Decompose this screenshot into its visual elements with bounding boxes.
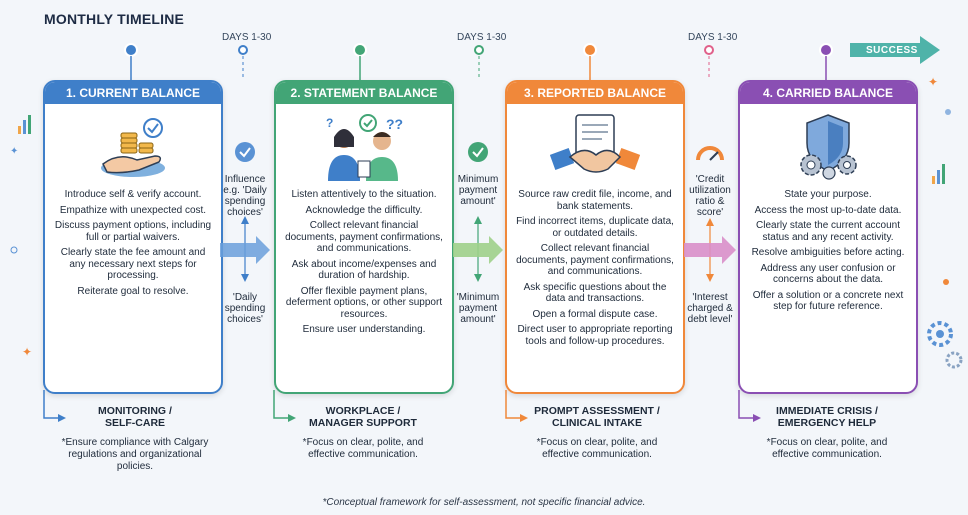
timeline-drops xyxy=(130,56,827,80)
support-section-1: MONITORING / SELF-CARE *Ensure complianc… xyxy=(60,405,210,473)
svg-text:✦: ✦ xyxy=(22,345,32,359)
footnote: *Conceptual framework for self-assessmen… xyxy=(322,497,646,508)
svg-text:✦: ✦ xyxy=(928,75,938,89)
connector-1-top-label: Influence e.g. 'Daily spending choices' xyxy=(223,174,267,218)
hand-coins-icon xyxy=(45,104,221,189)
card-body: Listen attentively to the situation. Ack… xyxy=(276,189,452,336)
page-title: MONTHLY TIMELINE xyxy=(44,11,185,27)
card-line: Discuss payment options, including full … xyxy=(54,220,212,243)
support-section-4: IMMEDIATE CRISIS / EMERGENCY HELP *Focus… xyxy=(752,405,902,461)
connector-3-top-label: 'Credit utilization ratio & score' xyxy=(689,174,731,218)
connector-1-bottom-label: 'Daily spending choices' xyxy=(224,292,266,325)
connector-2-top-label: Minimum payment amount' xyxy=(457,174,499,207)
support-title-line: CLINICAL INTAKE xyxy=(551,417,643,429)
card-header: 2. STATEMENT BALANCE xyxy=(276,82,452,104)
support-note: *Focus on clear, polite, and effective c… xyxy=(536,437,658,460)
card-line: Resolve ambiguities before acting. xyxy=(751,247,905,258)
support-note: *Focus on clear, polite, and effective c… xyxy=(766,437,888,460)
card-body: Source raw credit file, income, and bank… xyxy=(507,189,683,347)
card-header: 4. CARRIED BALANCE xyxy=(740,82,916,104)
card-line: Listen attentively to the situation. xyxy=(291,189,437,200)
support-note: *Focus on clear, polite, and effective c… xyxy=(302,437,424,460)
card-line: Ensure user understanding. xyxy=(302,324,426,335)
connector-3-bottom-label: 'Interest charged & debt level' xyxy=(687,292,733,325)
decorative-left: ✦ ✦ xyxy=(10,115,32,359)
card-line: Address any user confusion or concerns a… xyxy=(760,262,896,286)
card-line: Clearly state the fee amount and any nec… xyxy=(60,247,206,281)
card-line: Acknowledge the difficulty. xyxy=(305,204,423,216)
support-section-3: PROMPT ASSESSMENT / CLINICAL INTAKE *Foc… xyxy=(517,405,677,461)
card-reported-balance: 3. REPORTED BALANCE Source raw credit fi… xyxy=(505,80,685,394)
card-line: State your purpose. xyxy=(784,189,872,200)
card-line: Collect relevant financial documents, pa… xyxy=(285,220,443,254)
days-label-2: DAYS 1-30 xyxy=(457,32,507,43)
connector-2 xyxy=(453,142,503,282)
days-label-1: DAYS 1-30 xyxy=(222,32,272,43)
card-body: Introduce self & verify account. Empathi… xyxy=(45,189,221,297)
card-line: Ask specific questions about the data an… xyxy=(523,281,667,305)
timeline-arrow xyxy=(44,36,940,64)
svg-text:?: ? xyxy=(326,116,333,130)
support-title-line: SELF-CARE xyxy=(104,417,166,429)
card-line: Ask about income/expenses and duration o… xyxy=(291,258,437,282)
card-line: Access the most up-to-date data. xyxy=(754,204,902,216)
support-section-2: WORKPLACE / MANAGER SUPPORT *Focus on cl… xyxy=(288,405,438,461)
card-line: Open a formal dispute case. xyxy=(532,308,658,320)
support-brackets xyxy=(43,390,761,422)
card-header: 1. CURRENT BALANCE xyxy=(45,82,221,104)
connector-2-bottom-label: 'Minimum payment amount' xyxy=(456,292,500,325)
support-title-line: MONITORING / xyxy=(98,405,172,417)
days-label-3: DAYS 1-30 xyxy=(688,32,738,43)
support-title-line: PROMPT ASSESSMENT / xyxy=(534,405,660,417)
card-statement-balance: 2. STATEMENT BALANCE ?? ? Listen attenti… xyxy=(274,80,454,394)
connector-3 xyxy=(684,146,736,282)
card-header: 3. REPORTED BALANCE xyxy=(507,82,683,104)
card-body: State your purpose. Access the most up-t… xyxy=(740,189,916,313)
card-line: Offer a solution or a concrete next step… xyxy=(752,289,904,313)
card-line: Collect relevant financial documents, pa… xyxy=(516,243,674,277)
card-line: Reiterate goal to resolve. xyxy=(77,285,189,297)
card-line: Offer flexible payment plans, deferment … xyxy=(285,285,443,320)
support-note: *Ensure compliance with Calgary regulati… xyxy=(61,437,209,472)
card-current-balance: 1. CURRENT BALANCE Introduce self & veri… xyxy=(43,80,223,394)
success-label: SUCCESS xyxy=(866,45,918,56)
support-title-line: IMMEDIATE CRISIS / xyxy=(776,405,878,417)
card-line: Source raw credit file, income, and bank… xyxy=(518,189,672,212)
support-title-line: MANAGER SUPPORT xyxy=(309,417,417,429)
connector-1 xyxy=(220,142,270,282)
card-line: Empathize with unexpected cost. xyxy=(59,204,207,216)
support-title-line: EMERGENCY HELP xyxy=(777,417,877,429)
svg-text:✦: ✦ xyxy=(10,146,18,157)
svg-text:??: ?? xyxy=(386,116,403,132)
card-line: Introduce self & verify account. xyxy=(64,189,202,200)
decorative-right: ✦ xyxy=(927,75,963,369)
card-line: Find incorrect items, duplicate data, or… xyxy=(516,216,674,239)
shield-gears-icon xyxy=(740,104,916,189)
card-carried-balance: 4. CARRIED BALANCE State your purpose. A… xyxy=(738,80,918,394)
handshake-icon xyxy=(507,104,683,189)
conversation-icon: ?? ? xyxy=(276,104,452,189)
card-line: Clearly state the current account status… xyxy=(756,220,900,243)
card-line: Direct user to appropriate reporting too… xyxy=(517,324,673,347)
support-title-line: WORKPLACE / xyxy=(325,405,401,417)
